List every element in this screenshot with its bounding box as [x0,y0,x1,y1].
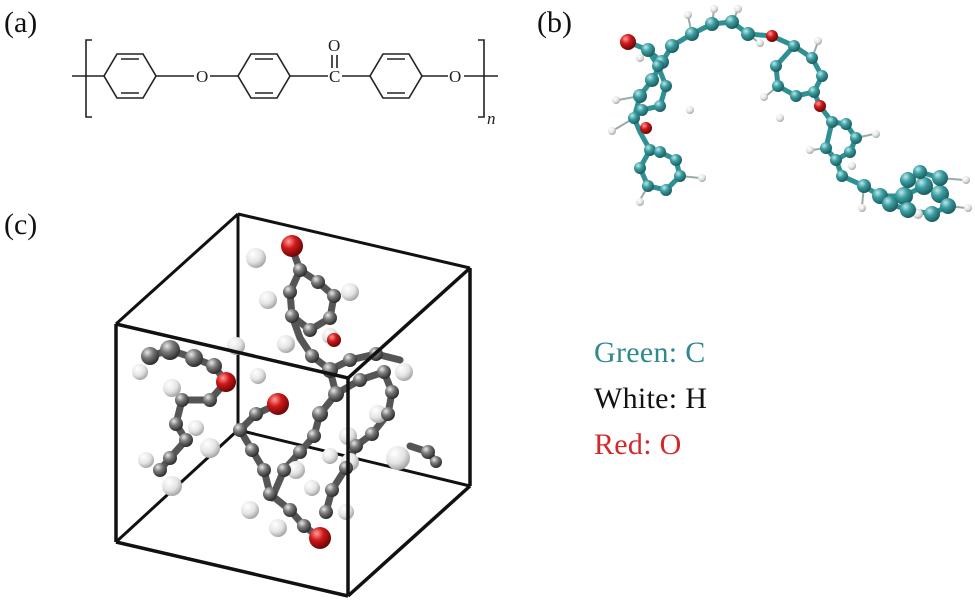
panel-label-b: (b) [537,6,572,39]
left-bracket [85,39,92,118]
legend-carbon: Green: C [594,336,706,369]
benzene-ring-2 [237,53,291,99]
chain-model [608,5,972,222]
legend-hydrogen: White: H [594,382,708,415]
panel-label-c: (c) [4,208,38,241]
carbonyl-carbon: C [329,67,340,86]
right-bracket [478,39,485,118]
simulation-cell [114,212,472,598]
carbonyl-oxygen: O [328,36,340,55]
legend-oxygen: Red: O [594,428,682,461]
repeat-unit-n: n [487,109,496,128]
panel-label-a: (a) [4,6,38,39]
benzene-ring-3 [369,53,423,99]
ether-oxygen-1: O [196,67,208,86]
benzene-ring-1 [103,53,157,99]
structure-diagram [72,39,498,118]
ether-oxygen-2: O [449,67,461,86]
